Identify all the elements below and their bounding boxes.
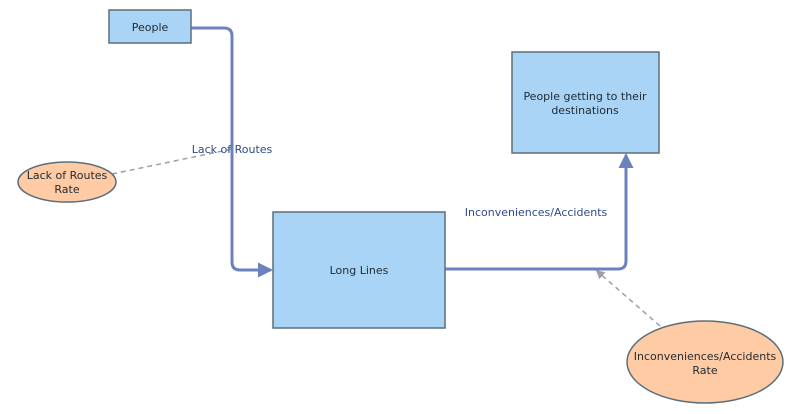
node-long-lines[interactable]: Long Lines (272, 211, 446, 329)
edge-label-lack-of-routes: Lack of Routes (192, 143, 273, 156)
incon-rate-link (595, 269, 661, 327)
node-incon-rate[interactable]: Inconveniences/Accidents Rate (626, 320, 784, 404)
node-long-lines-label: Long Lines (330, 264, 389, 277)
node-lack-routes-rate[interactable]: Lack of Routes Rate (17, 161, 117, 203)
node-people-label: People (132, 21, 169, 34)
node-destinations[interactable]: People getting to their destinations (511, 51, 660, 154)
node-incon-rate-line2: Rate (692, 364, 717, 377)
flow-people-to-long-lines[interactable] (189, 26, 273, 278)
node-incon-rate-line1: Inconveniences/Accidents (634, 350, 777, 363)
node-lack-routes-rate-line1: Lack of Routes (27, 169, 108, 182)
node-lack-routes-rate-line2: Rate (54, 183, 79, 196)
lack-routes-rate-link (111, 148, 233, 175)
node-destinations-label-line2: destinations (551, 104, 619, 117)
node-people[interactable]: People (108, 9, 192, 44)
edge-label-inconveniences: Inconveniences/Accidents (465, 206, 608, 219)
node-destinations-label-line1: People getting to their (523, 90, 647, 103)
flow-long-lines-to-destinations[interactable] (444, 153, 634, 271)
